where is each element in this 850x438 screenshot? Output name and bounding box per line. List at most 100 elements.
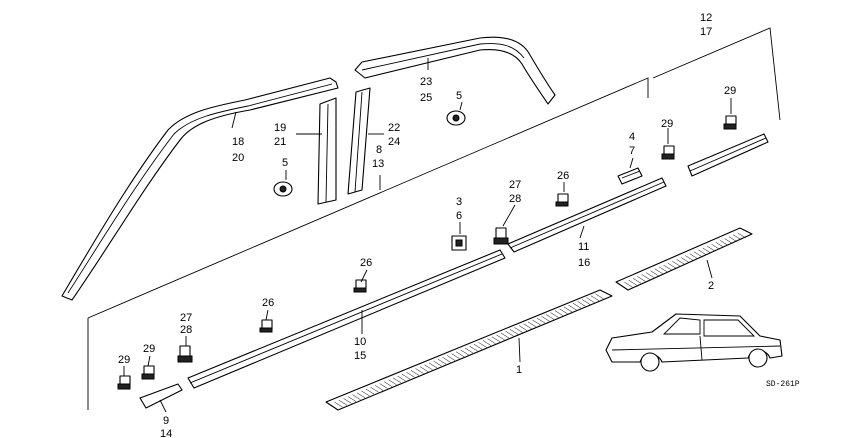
rear-arch-molding-23-25 xyxy=(354,36,556,105)
hatch-line xyxy=(415,368,424,374)
hatch-line xyxy=(702,247,711,254)
clip-5-upper xyxy=(446,110,466,126)
label-29: 29 xyxy=(724,85,736,97)
roof-molding-18-20 xyxy=(61,77,339,301)
clip-26-b xyxy=(353,279,367,293)
label-29: 29 xyxy=(118,354,130,366)
hatch-line xyxy=(581,299,591,305)
callout-labels: 12 17 29 29 4 7 23 25 5 19 21 22 24 18 2… xyxy=(118,12,800,438)
hatch-line xyxy=(672,261,681,267)
hatch-line xyxy=(383,381,393,387)
hatch-line xyxy=(433,360,442,367)
side-molding-11-16 xyxy=(507,177,667,253)
label-26: 26 xyxy=(262,297,274,309)
clip-29-c xyxy=(661,145,675,160)
step-molding-2 xyxy=(615,227,753,291)
hatch-line xyxy=(460,349,469,356)
label-22: 22 xyxy=(388,122,400,134)
label-5: 5 xyxy=(282,157,288,169)
diagram-code: SD-261P xyxy=(766,380,800,389)
label-21: 21 xyxy=(274,136,286,148)
hatch-line xyxy=(559,308,568,315)
hatch-line xyxy=(577,301,586,307)
hatch-line xyxy=(374,385,384,391)
hatch-line xyxy=(632,278,642,284)
hatch-line xyxy=(693,251,703,258)
hatch-line xyxy=(509,329,519,335)
label-27: 27 xyxy=(180,312,192,324)
side-molding-10-15 xyxy=(187,249,506,389)
hatch-line xyxy=(646,272,655,278)
label-1: 1 xyxy=(516,364,522,376)
hatch-line xyxy=(491,336,501,343)
hatch-line xyxy=(659,266,668,273)
hatch-line xyxy=(563,306,573,313)
clip-26-c xyxy=(555,193,569,207)
label-19: 19 xyxy=(274,122,286,134)
label-16: 16 xyxy=(578,257,590,269)
hatch-line xyxy=(532,319,541,326)
hatch-line xyxy=(347,396,357,402)
hatch-line xyxy=(424,364,433,371)
hatch-line xyxy=(392,377,402,384)
label-10: 10 xyxy=(354,336,366,348)
car-illustration xyxy=(605,313,783,372)
hatch-line xyxy=(536,317,546,324)
hatch-line xyxy=(624,281,633,288)
hatch-line xyxy=(590,295,600,301)
hatch-line xyxy=(628,280,637,286)
hatch-line xyxy=(545,314,555,320)
hatch-line xyxy=(334,401,343,408)
hatch-line xyxy=(419,366,429,372)
hatch-line xyxy=(728,236,738,242)
leader-lines xyxy=(123,58,732,413)
hatch-line xyxy=(707,245,716,252)
hatch-line xyxy=(464,347,474,354)
hatch-line xyxy=(554,310,564,316)
hatch-line xyxy=(541,316,550,322)
hatch-line xyxy=(689,253,698,259)
clip-3-6 xyxy=(451,235,467,251)
hatch-line xyxy=(356,392,366,399)
hatch-line xyxy=(637,276,646,282)
hatch-line xyxy=(572,302,582,309)
clip-26-a xyxy=(259,319,273,333)
hatch-line xyxy=(406,372,415,378)
hatch-line xyxy=(500,332,510,339)
hatch-line xyxy=(663,264,672,271)
hatch-line xyxy=(428,362,438,369)
label-7: 7 xyxy=(629,145,635,157)
hatch-line xyxy=(737,232,746,239)
hatch-line xyxy=(680,257,690,263)
clip-27-28-a xyxy=(177,345,193,363)
label-18: 18 xyxy=(232,136,244,148)
label-28: 28 xyxy=(509,193,521,205)
label-25: 25 xyxy=(420,92,432,104)
hatch-line xyxy=(388,379,397,385)
hatch-line xyxy=(514,327,523,333)
hatch-line xyxy=(641,274,650,280)
clip-27-28-b xyxy=(493,227,509,245)
label-3: 3 xyxy=(456,196,462,208)
label-29: 29 xyxy=(143,343,155,355)
label-13: 13 xyxy=(372,158,384,170)
label-26: 26 xyxy=(360,257,372,269)
hatch-line xyxy=(442,357,451,363)
hatch-line xyxy=(487,338,496,344)
hatch-line xyxy=(724,238,733,244)
clip-4-7 xyxy=(617,167,643,185)
hatch-line xyxy=(361,390,370,397)
label-28: 28 xyxy=(180,324,192,336)
hatch-line xyxy=(568,304,577,311)
label-8: 8 xyxy=(376,144,382,156)
hatch-line xyxy=(685,255,694,261)
hatch-line xyxy=(379,383,388,389)
hatch-line xyxy=(676,259,685,265)
clip-29-a xyxy=(117,375,131,390)
label-29: 29 xyxy=(661,118,673,130)
hatch-line xyxy=(733,234,742,240)
hatch-line xyxy=(715,242,724,248)
clip-29-b xyxy=(141,365,155,380)
end-cap-9-14 xyxy=(139,383,183,409)
hatch-line xyxy=(455,351,465,357)
